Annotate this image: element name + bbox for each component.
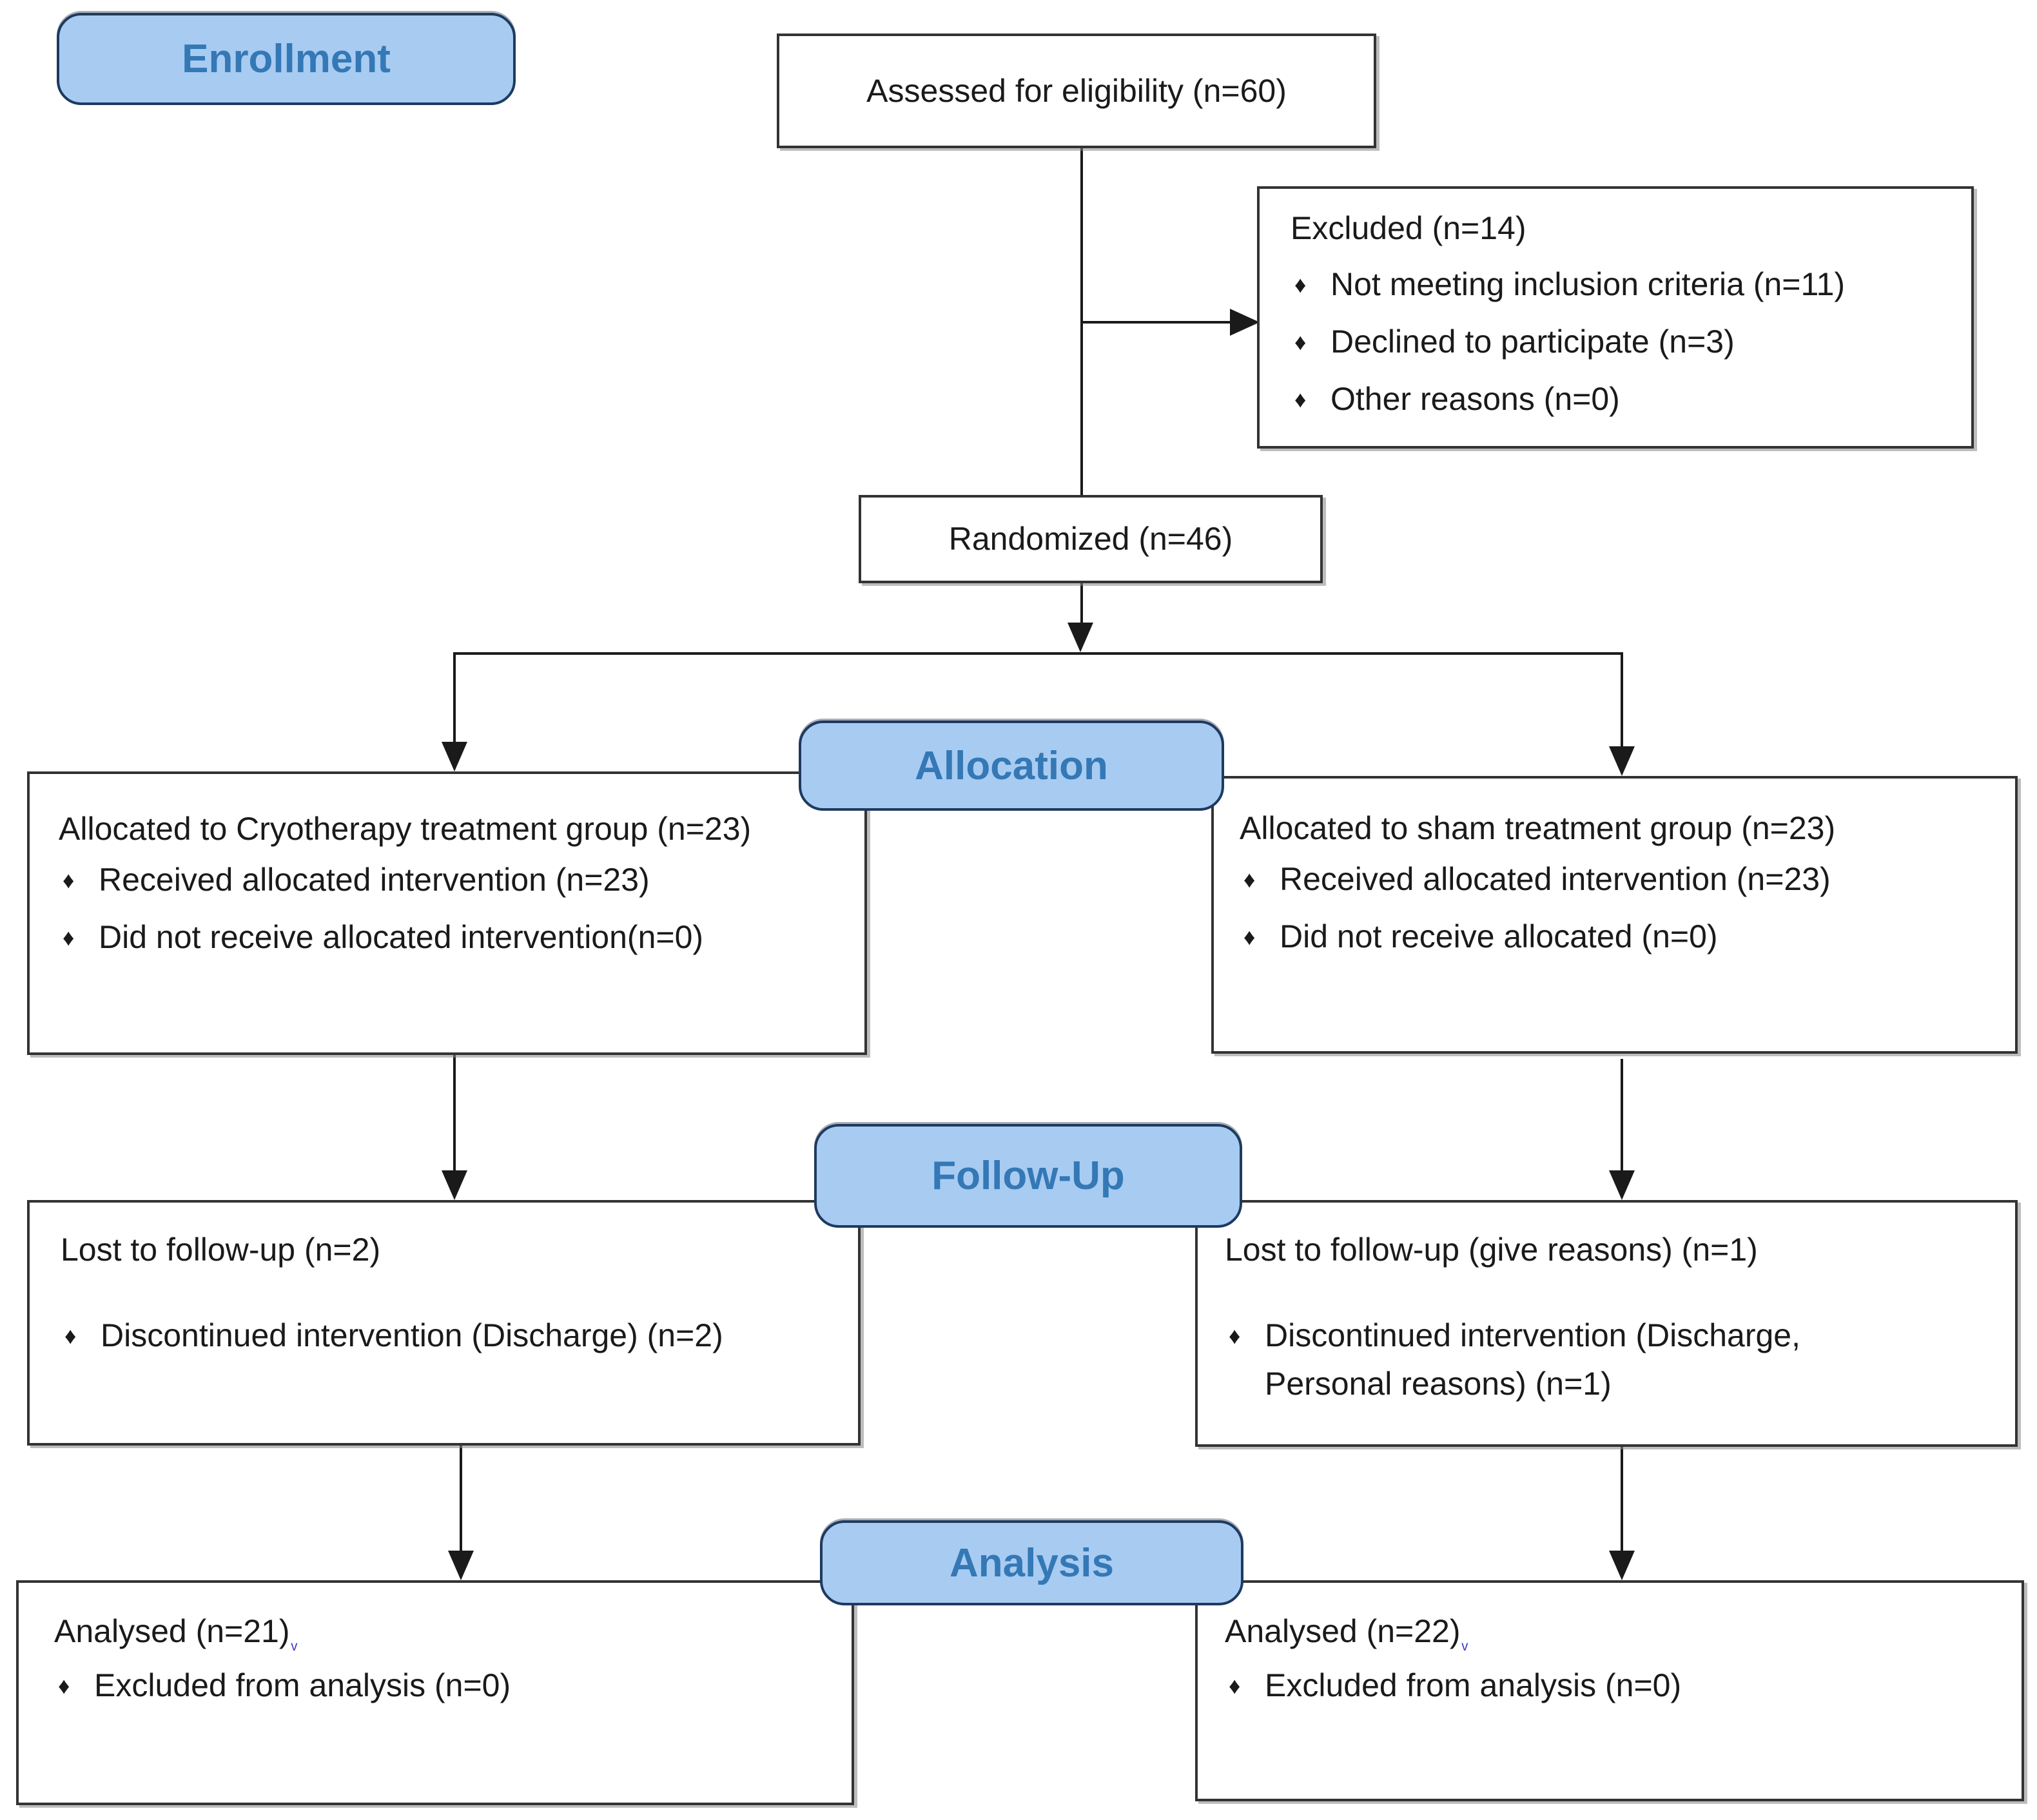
randomized-box: Randomized (n=46) xyxy=(859,495,1323,583)
analysed-sham-list: ♦ Excluded from analysis (n=0) xyxy=(1225,1661,2009,1710)
excluded-reason: Not meeting inclusion criteria (n=11) xyxy=(1330,266,1846,302)
list-item: ♦ Received allocated intervention (n=23) xyxy=(1240,855,2002,904)
allocated-sham-title: Allocated to sham treatment group (n=23) xyxy=(1240,810,1836,846)
diamond-bullet-icon: ♦ xyxy=(64,1322,77,1349)
allocation-detail: Did not receive allocated (n=0) xyxy=(1280,918,1718,954)
allocation-stage-label: Allocation xyxy=(799,721,1224,811)
lost-followup-sham-title: Lost to follow-up (give reasons) (n=1) xyxy=(1225,1232,1758,1268)
list-item: ♦ Excluded from analysis (n=0) xyxy=(1225,1661,2009,1710)
analysed-cryotherapy-box: Analysed (n=21)ᵥ ♦ Excluded from analysi… xyxy=(16,1580,854,1805)
branch-line xyxy=(453,652,1623,655)
followup-detail: Discontinued intervention (Discharge) (n… xyxy=(101,1317,723,1353)
analysed-sham-box: Analysed (n=22)ᵥ ♦ Excluded from analysi… xyxy=(1195,1580,2024,1801)
lost-followup-cryotherapy-box: Lost to follow-up (n=2) ♦ Discontinued i… xyxy=(27,1200,861,1446)
analysed-count-text: Analysed (n=22) xyxy=(1225,1613,1461,1649)
followup-stage-label: Follow-Up xyxy=(814,1124,1242,1228)
allocation-detail: Received allocated intervention (n=23) xyxy=(1280,861,1831,897)
randomized-text: Randomized (n=46) xyxy=(948,521,1233,557)
excluded-title: Excluded (n=14) xyxy=(1291,210,1526,246)
connector-followup-right-to-analysis-right xyxy=(1621,1446,1623,1553)
connector-branch-to-alloc-right xyxy=(1621,652,1623,748)
stray-annotation-mark: ᵥ xyxy=(1461,1632,1468,1654)
arrowhead-down-icon xyxy=(442,742,467,771)
analysis-detail: Excluded from analysis (n=0) xyxy=(94,1667,511,1703)
excluded-reason: Declined to participate (n=3) xyxy=(1330,324,1735,360)
diamond-bullet-icon: ♦ xyxy=(1294,386,1307,412)
connector-to-excluded xyxy=(1082,321,1231,324)
diamond-bullet-icon: ♦ xyxy=(1243,866,1256,893)
list-item: ♦ Did not receive allocated intervention… xyxy=(59,913,852,962)
enrollment-stage-label: Enrollment xyxy=(57,13,516,105)
arrowhead-down-icon xyxy=(1609,746,1635,776)
allocated-sham-box: Allocated to sham treatment group (n=23)… xyxy=(1211,776,2018,1054)
arrowhead-down-icon xyxy=(1067,623,1093,652)
arrowhead-down-icon xyxy=(1609,1551,1635,1580)
list-item: ♦ Other reasons (n=0) xyxy=(1291,375,1952,423)
connector-randomized-to-branch xyxy=(1080,582,1083,624)
allocated-sham-list: ♦ Received allocated intervention (n=23)… xyxy=(1240,855,2002,961)
allocation-detail: Did not receive allocated intervention(n… xyxy=(99,919,704,955)
allocated-cryotherapy-list: ♦ Received allocated intervention (n=23)… xyxy=(59,856,852,962)
diamond-bullet-icon: ♦ xyxy=(63,924,75,951)
list-item: ♦ Declined to participate (n=3) xyxy=(1291,318,1952,366)
analysis-detail: Excluded from analysis (n=0) xyxy=(1265,1667,1682,1703)
stage-label-text: Analysis xyxy=(949,1540,1115,1585)
assessed-text: Assessed for eligibility (n=60) xyxy=(866,72,1287,109)
diamond-bullet-icon: ♦ xyxy=(1294,271,1307,298)
arrowhead-down-icon xyxy=(1609,1170,1635,1200)
diamond-bullet-icon: ♦ xyxy=(1243,924,1256,950)
allocated-cryotherapy-title: Allocated to Cryotherapy treatment group… xyxy=(59,811,752,847)
analysis-stage-label: Analysis xyxy=(820,1520,1243,1605)
excluded-box: Excluded (n=14) ♦ Not meeting inclusion … xyxy=(1257,186,1974,449)
connector-alloc-right-to-followup-right xyxy=(1621,1059,1623,1172)
list-item: ♦ Discontinued intervention (Discharge) … xyxy=(61,1312,845,1360)
diamond-bullet-icon: ♦ xyxy=(1229,1672,1241,1699)
analysed-count-text: Analysed (n=21) xyxy=(54,1613,290,1649)
connector-alloc-left-to-followup-left xyxy=(453,1054,456,1172)
stage-label-text: Follow-Up xyxy=(931,1154,1125,1198)
lost-followup-cryotherapy-list: ♦ Discontinued intervention (Discharge) … xyxy=(61,1312,845,1360)
lost-followup-sham-box: Lost to follow-up (give reasons) (n=1) ♦… xyxy=(1195,1200,2018,1447)
analysed-cryotherapy-list: ♦ Excluded from analysis (n=0) xyxy=(54,1661,839,1710)
connector-followup-left-to-analysis-left xyxy=(460,1444,462,1553)
stray-annotation-mark: ᵥ xyxy=(291,1632,298,1654)
assessed-box: Assessed for eligibility (n=60) xyxy=(777,34,1376,148)
analysed-cryotherapy-title: Analysed (n=21)ᵥ xyxy=(54,1607,839,1658)
arrowhead-right-icon xyxy=(1230,309,1260,336)
analysed-sham-title: Analysed (n=22)ᵥ xyxy=(1225,1607,2009,1658)
allocation-detail: Received allocated intervention (n=23) xyxy=(99,862,650,898)
followup-detail: Discontinued intervention (Discharge, Pe… xyxy=(1265,1317,1800,1402)
excluded-reason: Other reasons (n=0) xyxy=(1330,381,1620,417)
stage-label-text: Enrollment xyxy=(182,37,391,81)
diamond-bullet-icon: ♦ xyxy=(63,867,75,893)
list-item: ♦ Did not receive allocated (n=0) xyxy=(1240,913,2002,961)
diamond-bullet-icon: ♦ xyxy=(1294,329,1307,355)
lost-followup-sham-list: ♦ Discontinued intervention (Discharge, … xyxy=(1225,1312,1996,1408)
list-item: ♦ Not meeting inclusion criteria (n=11) xyxy=(1291,260,1952,309)
stage-label-text: Allocation xyxy=(915,743,1108,788)
excluded-reasons-list: ♦ Not meeting inclusion criteria (n=11) … xyxy=(1291,260,1952,423)
diamond-bullet-icon: ♦ xyxy=(58,1672,70,1699)
connector-branch-to-alloc-left xyxy=(453,652,456,744)
list-item: ♦ Discontinued intervention (Discharge, … xyxy=(1225,1312,1996,1408)
list-item: ♦ Excluded from analysis (n=0) xyxy=(54,1661,839,1710)
lost-followup-cryotherapy-title: Lost to follow-up (n=2) xyxy=(61,1232,381,1268)
arrowhead-down-icon xyxy=(442,1170,467,1200)
allocated-cryotherapy-box: Allocated to Cryotherapy treatment group… xyxy=(27,771,867,1055)
diamond-bullet-icon: ♦ xyxy=(1229,1322,1241,1349)
list-item: ♦ Received allocated intervention (n=23) xyxy=(59,856,852,904)
arrowhead-down-icon xyxy=(448,1551,474,1580)
